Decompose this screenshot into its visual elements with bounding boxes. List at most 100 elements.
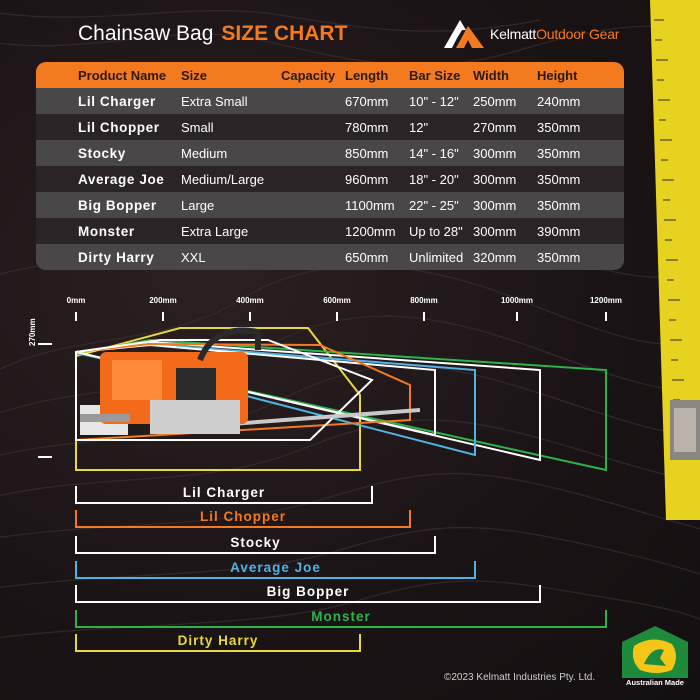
bag-bar-label: Lil Chopper — [200, 509, 286, 524]
ruler-tick — [162, 312, 164, 321]
page-title: Chainsaw Bag SIZE CHART — [78, 22, 347, 46]
kangaroo-icon — [622, 626, 688, 678]
mountain-logo-icon — [444, 20, 484, 48]
bag-bar-end — [371, 486, 373, 504]
cell-height: 350mm — [537, 197, 581, 213]
bag-bar-start — [75, 634, 77, 652]
brand-accent: Outdoor Gear — [536, 26, 620, 42]
cell-product-name: Average Joe — [78, 171, 165, 187]
bag-bar-start — [75, 486, 77, 504]
cell-length: 1200mm — [345, 223, 396, 239]
cell-size: XXL — [181, 249, 206, 265]
col-capacity: Capacity — [281, 67, 336, 83]
bag-bar-start — [75, 585, 77, 603]
ruler-tick — [336, 312, 338, 321]
cell-bar-size: 18" - 20" — [409, 171, 459, 187]
col-bar-size: Bar Size — [409, 67, 461, 83]
brand-name: Kelmatt — [490, 26, 537, 42]
bag-bar-label: Big Bopper — [266, 584, 350, 599]
bag-bar-start — [75, 510, 77, 528]
bag-bar-end — [539, 585, 541, 603]
copyright: ©2023 Kelmatt Industries Pty. Ltd. — [444, 672, 596, 683]
badge-label: Australian Made — [626, 678, 684, 687]
cell-product-name: Lil Charger — [78, 93, 156, 109]
measuring-tape-image — [650, 0, 700, 520]
cell-product-name: Dirty Harry — [78, 249, 155, 265]
cell-length: 1100mm — [345, 197, 395, 213]
col-size: Size — [181, 67, 208, 83]
ruler-tick — [249, 312, 251, 321]
table-row: Dirty Harry XXL 650mm Unlimited 320mm 350mm — [36, 244, 624, 270]
ruler-label: 1000mm — [500, 296, 534, 305]
brand-logo: KelmattOutdoor Gear — [442, 14, 632, 54]
chainsaw-icon — [80, 327, 421, 435]
ruler-label: 0mm — [66, 296, 86, 305]
bag-bar-line — [76, 502, 372, 504]
cell-length: 780mm — [345, 119, 389, 135]
ruler-tick — [423, 312, 425, 321]
ruler-label: 800mm — [410, 296, 438, 305]
bag-bar-line — [76, 552, 435, 554]
height-tick-bottom — [38, 456, 52, 458]
cell-bar-size: Up to 28" — [409, 223, 463, 239]
cell-size: Small — [181, 119, 214, 135]
cell-length: 960mm — [345, 171, 389, 187]
ruler-tick — [75, 312, 77, 321]
bag-bar-line — [76, 626, 606, 628]
bag-bar-label: Lil Charger — [182, 485, 266, 500]
title-accent: SIZE CHART — [221, 22, 348, 45]
cell-size: Extra Large — [181, 223, 249, 239]
cell-width: 320mm — [473, 249, 517, 265]
cell-size: Medium — [181, 145, 228, 161]
bag-bar-label: Dirty Harry — [177, 633, 259, 648]
cell-size: Extra Small — [181, 93, 248, 109]
cell-product-name: Stocky — [78, 145, 126, 161]
table-header: Product Name Size Capacity Length Bar Si… — [36, 62, 624, 88]
bag-bar-start — [75, 610, 77, 628]
height-tick-top — [38, 343, 52, 345]
cell-product-name: Lil Chopper — [78, 119, 160, 135]
ruler-label: 400mm — [236, 296, 264, 305]
bag-bar-end — [434, 536, 436, 554]
cell-size: Medium/Large — [181, 171, 265, 187]
col-height: Height — [537, 67, 578, 83]
bag-bar-start — [75, 536, 77, 554]
cell-size: Large — [181, 197, 215, 213]
ruler-label: 200mm — [149, 296, 177, 305]
bag-bar-label: Average Joe — [230, 560, 321, 575]
cell-bar-size: Unlimited — [409, 249, 464, 265]
cell-width: 300mm — [473, 223, 517, 239]
ruler-label: 1200mm — [589, 296, 623, 305]
col-length: Length — [345, 67, 389, 83]
col-product-name: Product Name — [78, 67, 167, 83]
bag-bar-end — [359, 634, 361, 652]
cell-product-name: Monster — [78, 223, 135, 239]
bag-bar-end — [409, 510, 411, 528]
ruler-tick — [605, 312, 607, 321]
cell-width: 250mm — [473, 93, 517, 109]
cell-length: 650mm — [345, 249, 389, 265]
cell-width: 270mm — [473, 119, 517, 135]
col-width: Width — [473, 67, 509, 83]
bag-bar-start — [75, 561, 77, 579]
bag-bar-line — [76, 526, 410, 528]
bag-bar-end — [474, 561, 476, 579]
cell-height: 350mm — [537, 249, 581, 265]
size-chart-table: Product Name Size Capacity Length Bar Si… — [36, 62, 624, 270]
cell-bar-size: 22" - 25" — [409, 197, 459, 213]
cell-length: 850mm — [345, 145, 389, 161]
cell-width: 300mm — [473, 197, 517, 213]
bag-bar-line — [76, 577, 475, 579]
bag-bar-end — [605, 610, 607, 628]
cell-length: 670mm — [345, 93, 389, 109]
cell-height: 350mm — [537, 119, 581, 135]
title-main: Chainsaw Bag — [78, 22, 214, 45]
cell-height: 350mm — [537, 145, 581, 161]
